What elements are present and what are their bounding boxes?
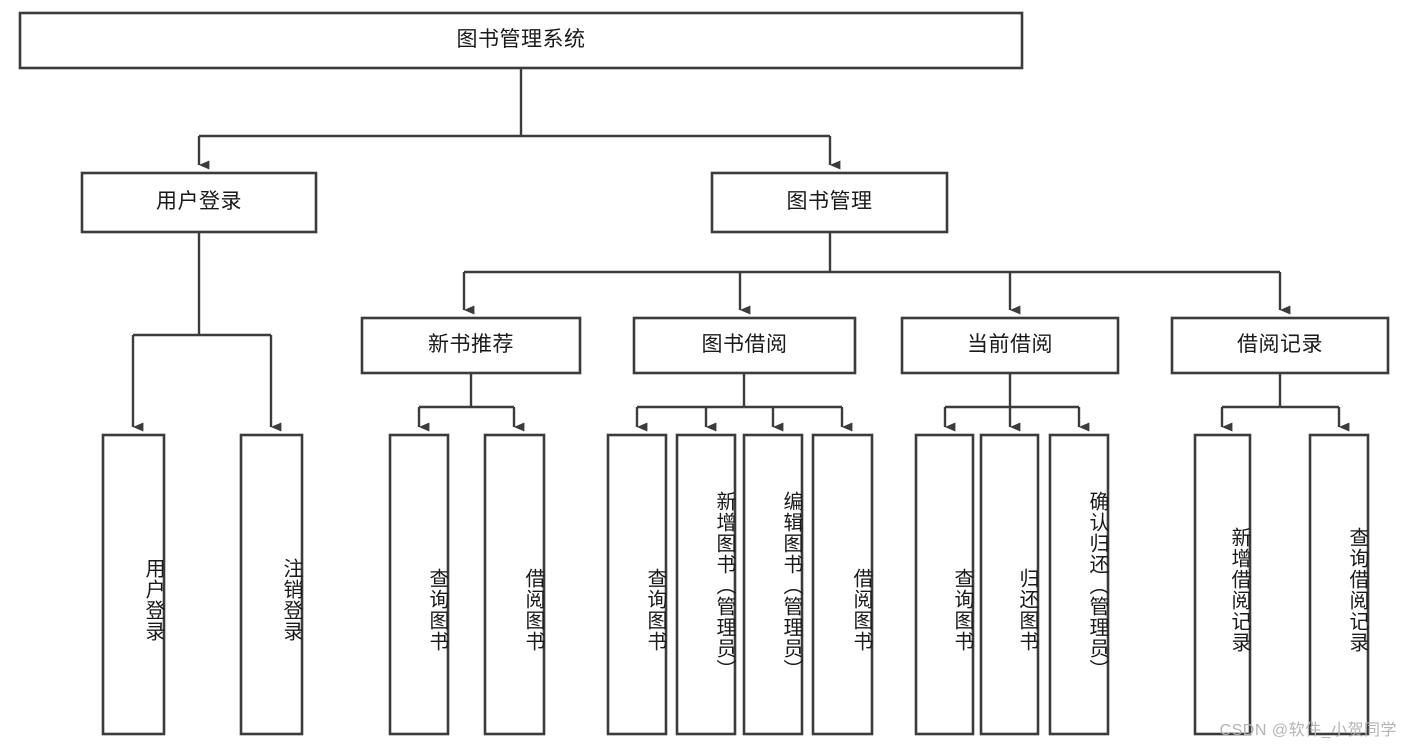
node-box-book-management	[710, 171, 949, 234]
leaf-box	[742, 433, 804, 736]
connector-lines	[131, 68, 1350, 432]
leaf-box	[101, 433, 166, 736]
node-box-borrow-records	[1170, 316, 1390, 375]
leaf-box	[388, 433, 450, 736]
csdn-watermark: CSDN @软件_小贺同学	[1219, 722, 1397, 739]
node-box-new-book-recommend	[360, 316, 582, 375]
leaf-box	[483, 433, 546, 736]
node-boxes	[18, 11, 1390, 736]
leaf-box	[1048, 433, 1110, 736]
leaf-box	[1308, 433, 1370, 736]
leaf-box	[979, 433, 1040, 736]
node-box-user-login	[80, 171, 318, 234]
leaf-box	[914, 433, 975, 736]
leaf-box	[675, 433, 737, 736]
node-box-current-borrow	[900, 316, 1120, 375]
node-box-book-borrow	[632, 316, 857, 375]
leaf-box	[811, 433, 874, 736]
node-box-root	[18, 11, 1024, 70]
leaf-box	[606, 433, 668, 736]
leaf-box	[239, 433, 304, 736]
leaf-box	[1193, 433, 1252, 736]
